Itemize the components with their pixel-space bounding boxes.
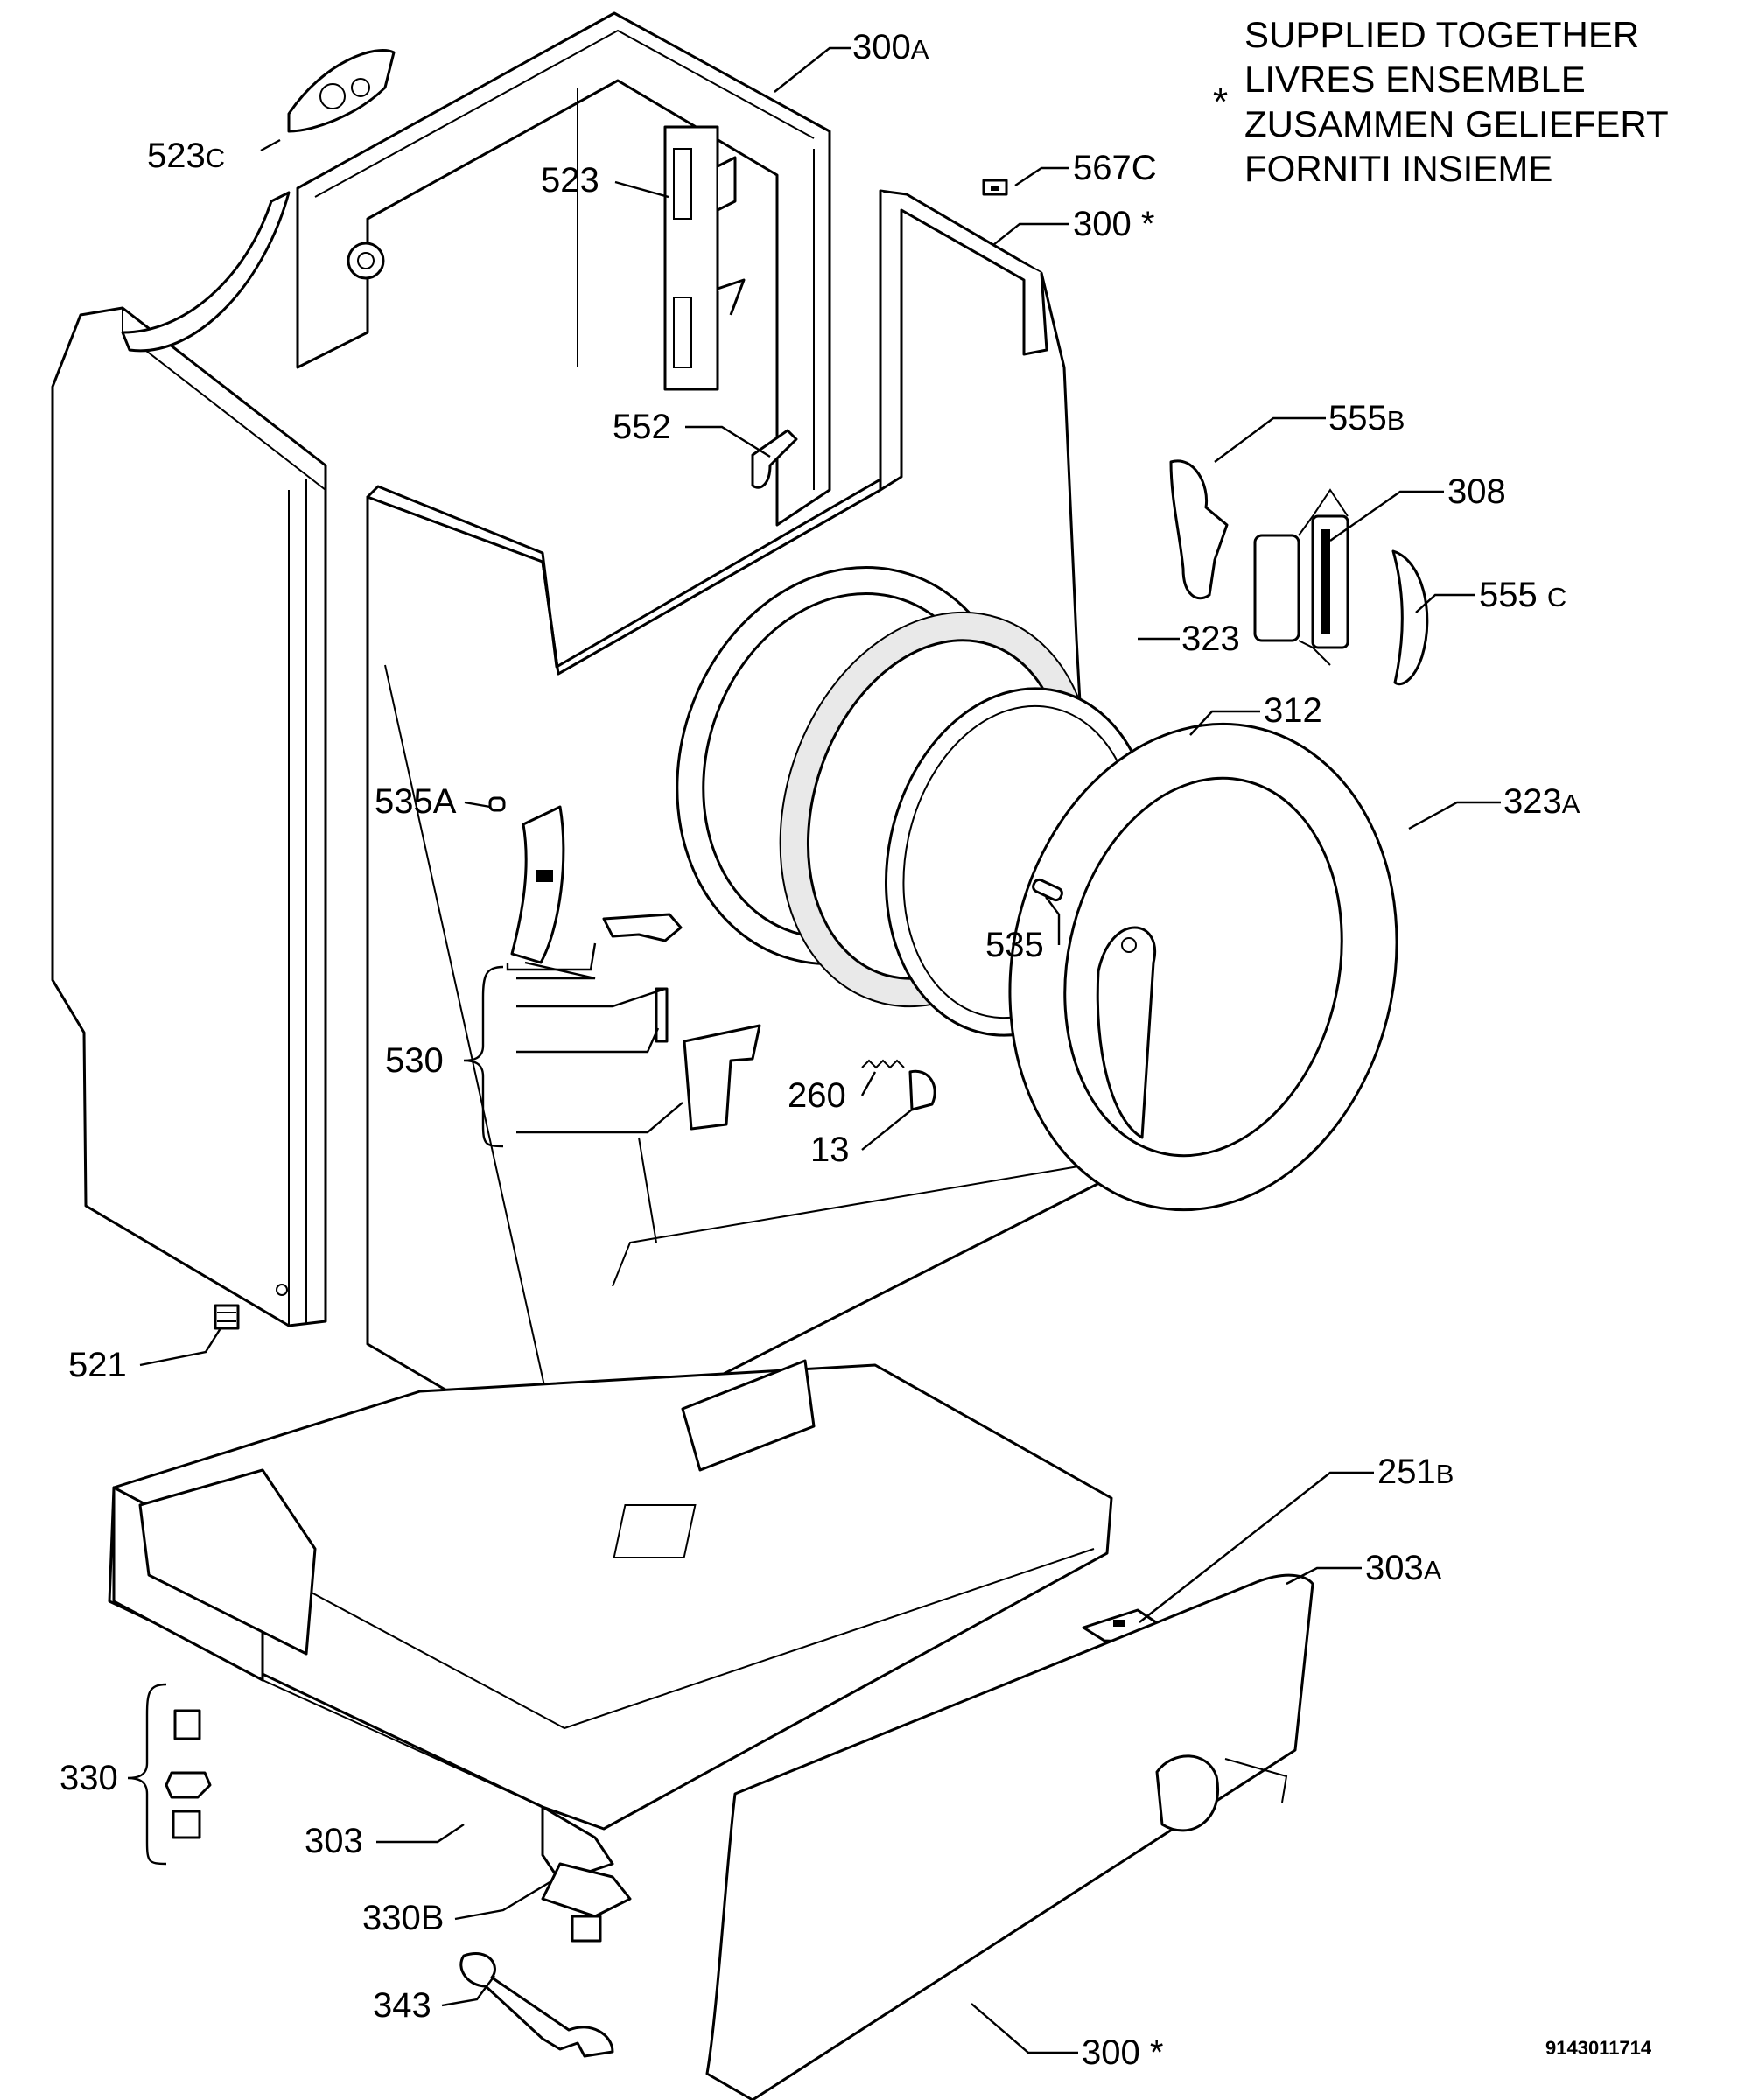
note-line-de: ZUSAMMEN GELIEFERT [1244,103,1669,144]
callout-300a: 300A [852,28,929,66]
callout-530: 530 [385,1041,444,1080]
note-line-en: SUPPLIED TOGETHER [1244,14,1640,55]
supplied-together-note: SUPPLIED TOGETHER LIVRES ENSEMBLE ZUSAMM… [1244,12,1669,191]
callout-555b: 555B [1328,399,1405,438]
wrench-343 [459,1952,614,2058]
rear-frame [121,11,831,527]
plinth-panel [705,1573,1314,2100]
leveling-foot-set [165,1709,632,1942]
callout-323a: 323A [1503,782,1580,821]
callout-567c: 567C [1073,149,1157,187]
bracket-552 [751,429,798,489]
callout-523: 523 [541,161,599,200]
callout-303: 303 [305,1822,363,1860]
callout-308: 308 [1447,472,1506,511]
callout-303a: 303A [1365,1549,1442,1587]
document-number: 9143011714 [1545,2037,1652,2059]
callout-535a: 535A [375,782,457,821]
callout-535: 535 [985,926,1044,964]
callout-343: 343 [373,1986,431,2025]
note-line-it: FORNITI INSIEME [1244,148,1553,189]
callout-521: 521 [68,1346,127,1384]
callout-552: 552 [613,408,671,446]
callout-300-star-bottom: 300 * [1082,2034,1164,2072]
callout-13: 13 [810,1130,850,1169]
callout-260: 260 [788,1076,846,1115]
callout-251b: 251B [1377,1452,1454,1491]
door-lock-308 [1253,488,1349,666]
outer-door [1008,722,1398,1212]
leader-lines [127,46,1501,2054]
lock-cover-555c [1391,550,1429,686]
callout-330: 330 [60,1759,118,1797]
base-frame [108,1359,1113,1883]
left-side-panel [51,306,327,1327]
foot-521 [214,1304,240,1330]
callout-330b: 330B [362,1899,445,1937]
lock-lever-assembly [488,796,936,1130]
hook-567c [982,178,1008,196]
callout-523c: 523C [147,136,226,175]
callout-312: 312 [1264,691,1322,730]
lock-cover-555b [1169,459,1229,600]
callout-555c: 555 C [1479,576,1567,614]
clip-523c [287,49,396,133]
callout-300-star-top: 300 * [1073,205,1155,243]
bracket-523 [663,125,746,391]
note-line-fr: LIVRES ENSEMBLE [1244,59,1586,100]
callout-323: 323 [1181,620,1240,658]
hinge-pin [1032,878,1063,902]
supplied-together-marker: * [1213,80,1229,123]
